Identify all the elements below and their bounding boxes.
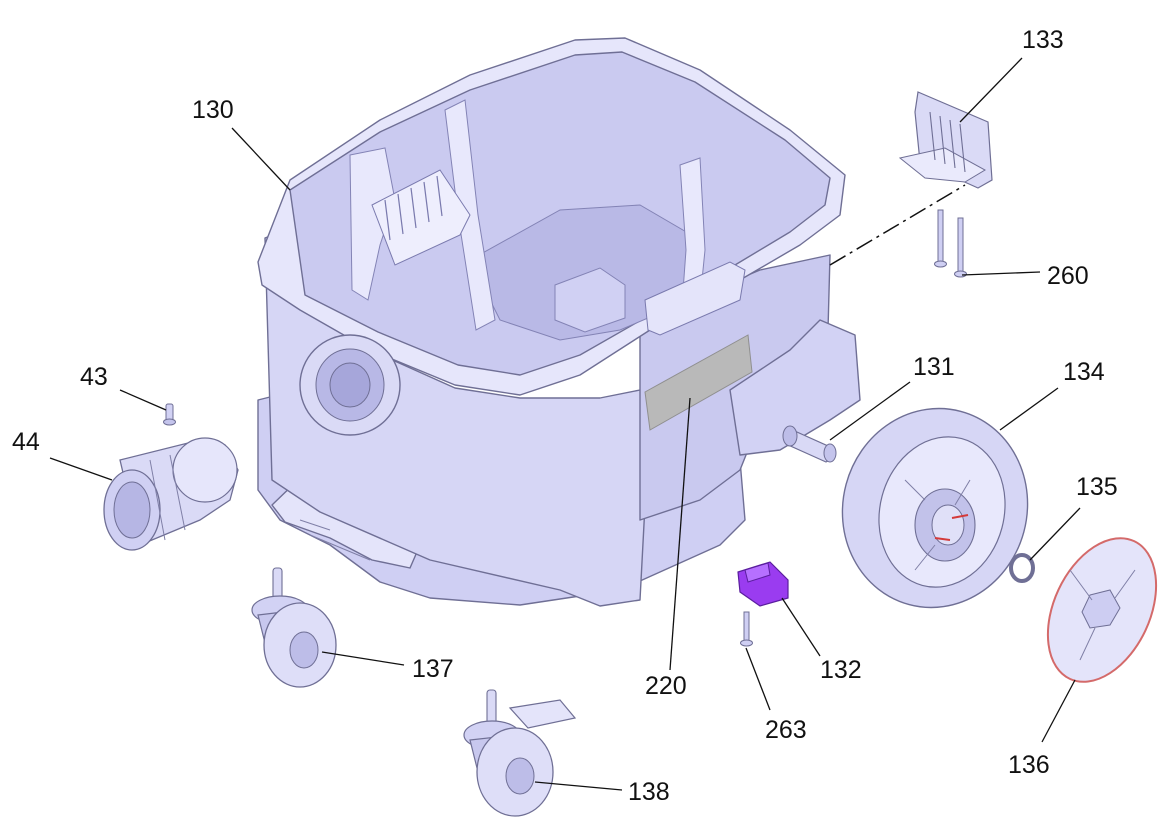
part-136-hub-cap[interactable] (1026, 521, 1169, 699)
part-138-caster-brake[interactable] (463, 689, 577, 817)
leader-lines (49, 57, 1081, 791)
part-135-retaining-ring[interactable] (1009, 553, 1035, 583)
label-134: 134 (1063, 358, 1105, 386)
label-138: 138 (628, 778, 670, 806)
label-136: 136 (1008, 751, 1050, 779)
label-135: 135 (1076, 473, 1118, 501)
part-130-container[interactable] (257, 37, 861, 607)
label-43: 43 (80, 363, 108, 391)
label-132: 132 (820, 656, 862, 684)
part-220-label-plate[interactable] (644, 334, 753, 431)
part-131-axle[interactable] (782, 425, 837, 463)
label-260: 260 (1047, 262, 1089, 290)
label-263: 263 (765, 716, 807, 744)
part-132-latch[interactable] (737, 561, 789, 607)
part-260-screws[interactable] (934, 209, 967, 278)
label-220: 220 (645, 672, 687, 700)
part-133-hose-holder[interactable] (898, 91, 993, 189)
part-137-caster[interactable] (251, 567, 337, 688)
label-131: 131 (913, 353, 955, 381)
part-44-inlet-connector[interactable] (103, 437, 239, 551)
part-263-screw[interactable] (740, 611, 753, 647)
part-43-pin[interactable] (163, 403, 176, 426)
label-130: 130 (192, 96, 234, 124)
part-134-wheel[interactable] (820, 388, 1049, 629)
label-137: 137 (412, 655, 454, 683)
assembly-line (829, 184, 966, 266)
label-44: 44 (12, 428, 40, 456)
label-133: 133 (1022, 26, 1064, 54)
part-labels: 130 133 260 43 44 131 134 135 137 132 22… (12, 26, 1118, 806)
